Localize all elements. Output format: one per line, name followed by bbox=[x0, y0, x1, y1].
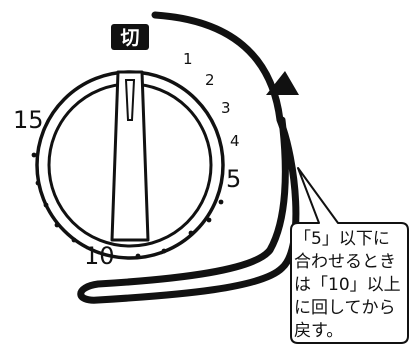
callout-line-1: 「5」以下に bbox=[294, 229, 390, 249]
mark-3: 3 bbox=[221, 99, 231, 117]
arrow-head bbox=[266, 71, 299, 95]
mark-2: 2 bbox=[205, 71, 215, 89]
scale-dot bbox=[54, 222, 60, 228]
scale-dot bbox=[206, 217, 212, 223]
scale-dot bbox=[35, 180, 41, 186]
scale-dot bbox=[43, 202, 49, 208]
scale-dot bbox=[161, 248, 167, 254]
off-label: 切 bbox=[120, 27, 139, 49]
mark-4: 4 bbox=[230, 132, 240, 150]
callout-line-2: 合わせるとき bbox=[294, 252, 396, 272]
mark-15: 15 bbox=[13, 106, 44, 134]
scale-dot bbox=[31, 152, 37, 158]
scale-dot bbox=[218, 199, 224, 205]
off-badge bbox=[111, 24, 149, 50]
scale-dot bbox=[188, 230, 194, 236]
scale-dot bbox=[71, 237, 77, 243]
scale-dot bbox=[135, 253, 141, 259]
callout-line-3: は「10」以上 bbox=[294, 275, 401, 295]
callout-line-5: 戻す。 bbox=[294, 321, 344, 341]
knob-pointer bbox=[124, 79, 136, 121]
mark-5: 5 bbox=[226, 165, 241, 193]
callout-line-4: に回してから bbox=[294, 298, 396, 318]
callout-box bbox=[290, 167, 409, 344]
scale-dots bbox=[31, 152, 224, 259]
mark-1: 1 bbox=[183, 50, 193, 68]
knob-grip[interactable] bbox=[110, 70, 150, 242]
turn-direction-arrow bbox=[77, 11, 300, 304]
mark-10: 10 bbox=[84, 242, 115, 270]
